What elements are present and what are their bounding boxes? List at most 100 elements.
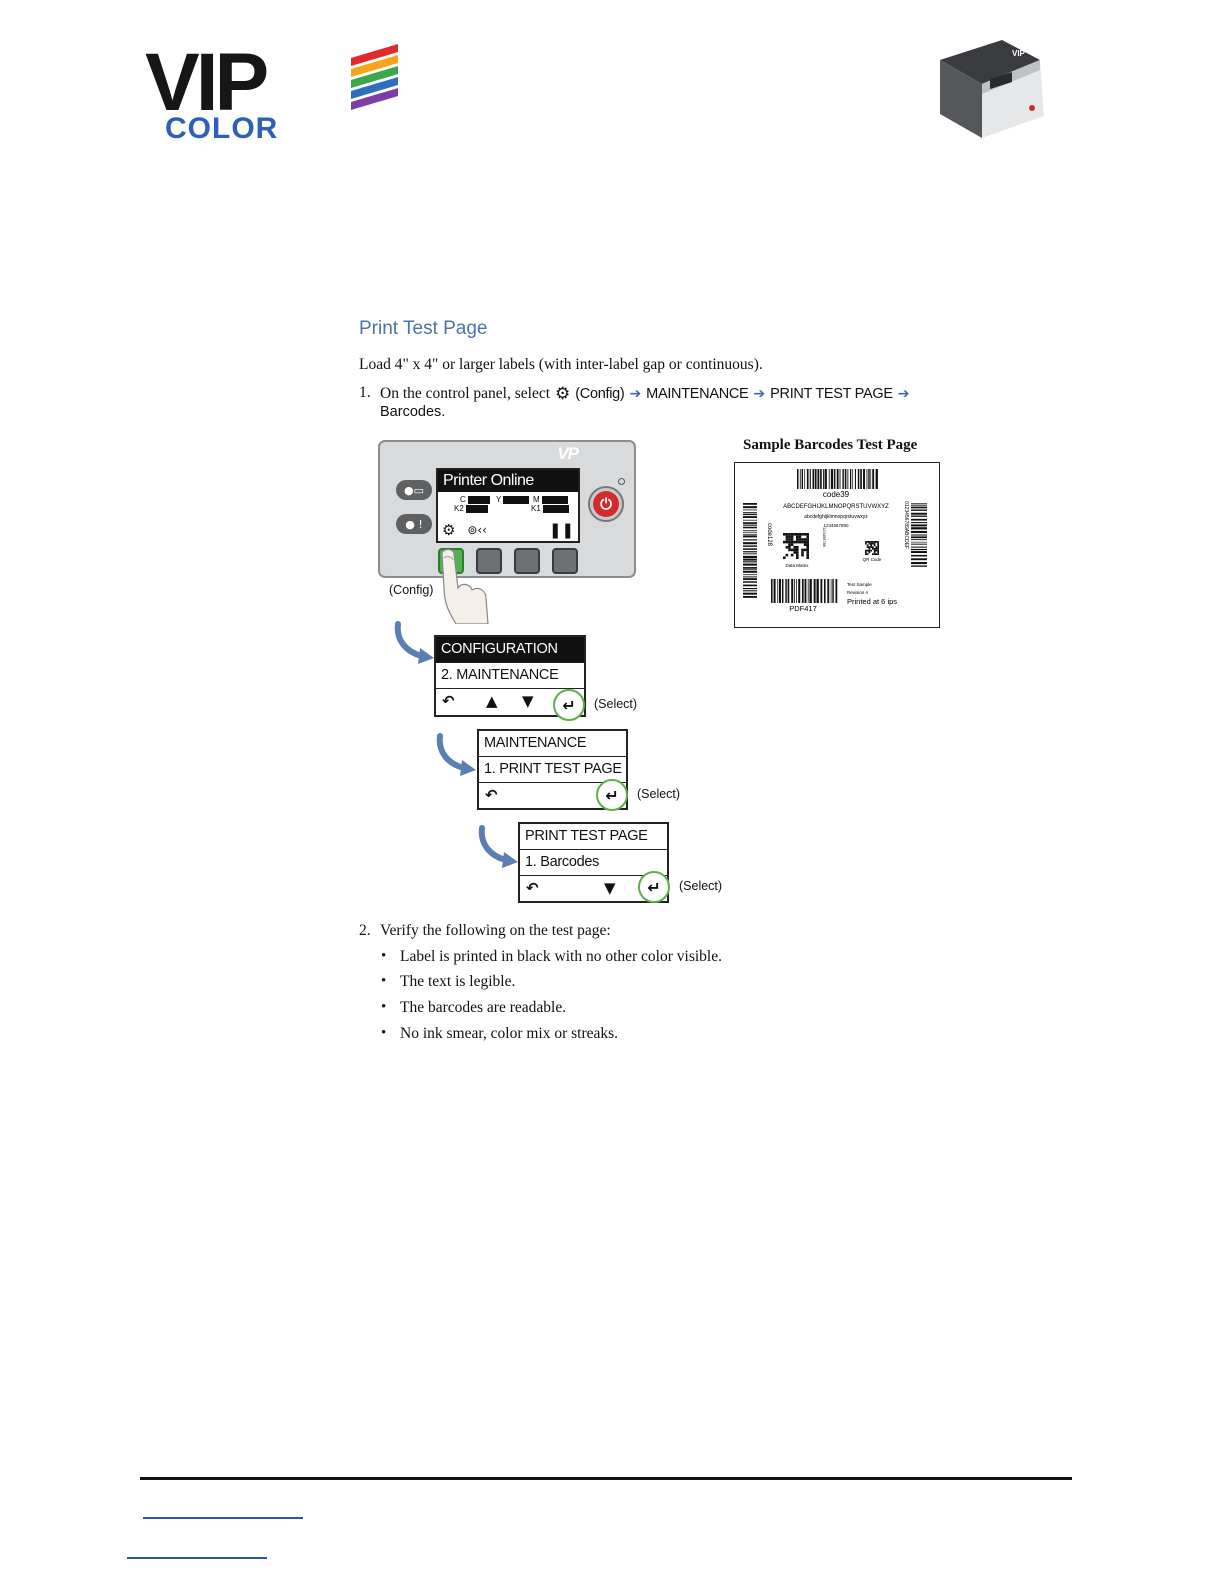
step-2-text: Verify the following on the test page: [380,922,611,939]
matrix-cell [793,540,796,544]
enter-icon[interactable]: ↵ [553,689,585,721]
barcode-bar [911,522,927,524]
barcode-bar [743,548,757,550]
barcode-bar [839,469,841,489]
logo-stripes [351,44,398,110]
matrix-cell [801,538,804,541]
barcode-pdf417 [771,579,838,603]
barcode-bar [743,519,757,521]
softkey-4[interactable] [552,548,578,574]
ink-level-k1: K1 [531,504,569,513]
label-alpha-lower: abcdefghijklmnopqrstuvwxyz [804,514,868,520]
matrix-cell [790,535,794,539]
matrix-cell [803,540,807,544]
power-button[interactable]: ⏻ [588,486,624,522]
label-side-right: 0123456789ABCDEF [903,501,909,549]
barcode-bar [866,469,868,489]
step-1-last: Barcodes. [380,404,446,420]
barcode-bar [743,530,757,532]
barcode-bar [911,527,927,530]
matrix-cell [865,553,867,555]
matrix-cell [865,549,867,552]
barcode-bar [781,579,784,603]
matrix-cell [798,540,802,544]
softkey-3[interactable] [514,548,540,574]
back-icon: ↶ [485,786,498,804]
curved-arrow-icon [478,825,518,868]
matrix-cell [870,541,872,543]
barcode-bar [743,581,757,583]
matrix-cell [870,544,872,547]
ink-level-k2: K2 [454,504,488,513]
barcode-bar [777,579,779,603]
matrix-cell [866,544,869,547]
barcode-bar [875,469,878,489]
ink-level-c: C [460,495,490,504]
footer-link[interactable] [143,1517,303,1519]
barcode-bar [870,469,872,489]
barcode-bar [817,469,820,489]
matrix-cell [790,533,794,536]
matrix-cell [865,542,867,545]
matrix-cell [796,551,799,554]
barcode-code128 [743,503,757,598]
screen-item: 1. Barcodes [520,850,667,876]
barcode-bar [857,469,860,489]
select-label: (Select) [679,879,723,893]
barcode-bar [793,579,795,603]
barcode-vertical-right [911,503,927,567]
barcode-bar [743,555,757,559]
matrix-cell [875,553,878,555]
matrix-cell [798,533,802,536]
bullet-item: The text is legible. [400,973,516,990]
feed-button[interactable]: ●▭ [396,480,432,500]
matrix-cell [783,556,786,559]
matrix-cell [790,548,794,552]
matrix-cell [868,542,871,545]
alert-button[interactable]: ● ! [396,514,432,534]
matrix-cell [796,556,799,559]
matrix-cell [877,544,879,547]
screen-item: 2. MAINTENANCE [436,663,584,689]
pause-icon: ❚❚ [548,521,574,539]
step-1-config: (Config) [575,386,625,402]
ink-level-m: M [533,495,568,504]
matrix-cell [872,546,874,548]
footer-link[interactable] [127,1557,267,1559]
barcode-bar [743,524,757,526]
enter-icon[interactable]: ↵ [596,779,628,811]
barcode-bar [743,590,757,592]
footer-rule [140,1477,1072,1480]
barcode-bar [804,579,807,603]
barcode-bar [911,503,927,504]
matrix-cell [868,546,871,548]
barcode-bar [743,531,757,533]
matrix-cell [801,553,804,557]
matrix-cell [877,541,879,543]
softkey-2[interactable] [476,548,502,574]
logo-wordmark-color: COLOR [165,112,278,144]
printer-photo-brand: VIP [1012,49,1026,58]
matrix-cell [796,546,799,549]
matrix-cell [783,533,786,536]
barcode-bar [911,565,927,567]
enter-icon[interactable]: ↵ [638,871,670,903]
label-code39: code39 [823,490,850,499]
matrix-cell [803,533,807,536]
matrix-cell [790,538,794,541]
matrix-cell [790,553,794,557]
matrix-cell [785,546,789,549]
matrix-cell [806,540,809,544]
barcode-bar [743,539,757,541]
barcode-bar [911,504,927,506]
matrix-cell [788,538,791,541]
barcode-bar [849,469,852,489]
barcode-bar [743,509,757,511]
matrix-cell [806,535,809,539]
qr-code [865,541,879,555]
bullet-item: The barcodes are readable. [400,999,567,1016]
barcode-bar [863,469,866,489]
matrix-cell [868,541,871,543]
back-icon: ↶ [442,692,455,710]
matrix-cell [801,548,804,552]
